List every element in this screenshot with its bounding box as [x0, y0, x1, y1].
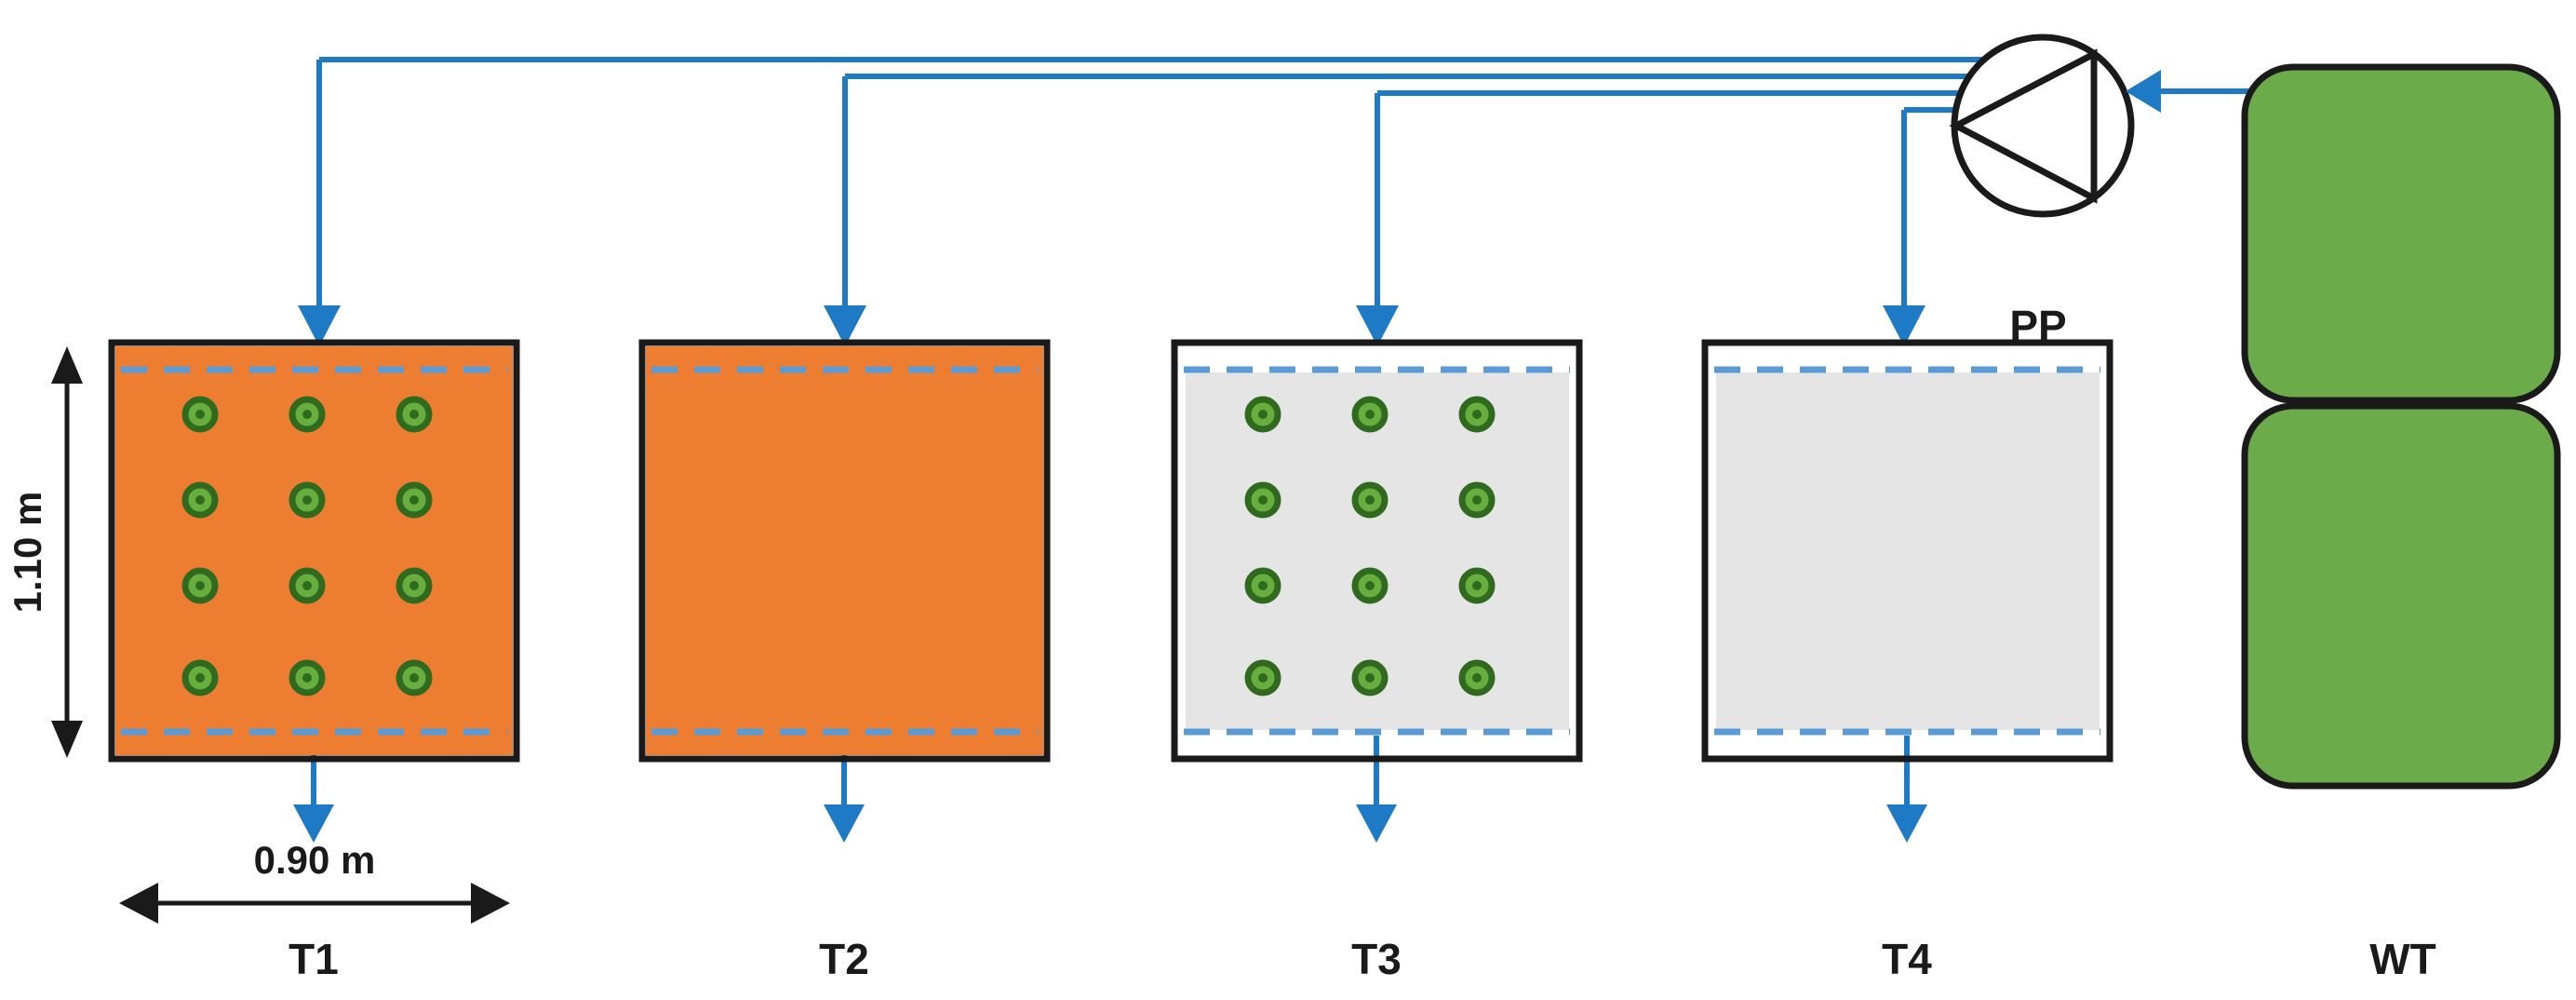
width-dim-arrowhead-right: [471, 883, 510, 924]
pump-label: PP: [2009, 302, 2066, 350]
emitter-center-dot: [1365, 410, 1375, 419]
emitter-center-dot: [1258, 581, 1268, 590]
supply-pipes: [298, 57, 1984, 346]
tank-t4-fill: [1716, 372, 2100, 730]
emitter-center-dot: [1365, 673, 1375, 682]
height-dim-arrowhead-top: [51, 346, 83, 384]
emitter-center-dot: [195, 410, 205, 419]
emitter-center-dot: [1472, 673, 1482, 682]
tank-t1: [108, 339, 520, 763]
width-dimension: 0.90 m: [119, 838, 510, 924]
tank-t1-label: T1: [288, 935, 339, 983]
inflow-arrowhead-t2: [824, 305, 866, 346]
water-tank-lower: [2241, 402, 2561, 790]
emitter-center-dot: [1472, 410, 1482, 419]
emitter-center-dot: [409, 495, 419, 505]
emitter-center-dot: [409, 581, 419, 590]
emitter-center-dot: [1365, 495, 1375, 505]
emitter-center-dot: [195, 673, 205, 682]
tank-t2-label: T2: [819, 935, 869, 983]
outflow-arrowhead-t1: [293, 804, 334, 843]
outflow-arrowhead-t4: [1886, 804, 1927, 843]
pump-triangle-icon: [1949, 48, 2098, 204]
tank-t3: [1171, 339, 1583, 763]
height-dim-arrowhead-bottom: [51, 721, 83, 758]
emitter-center-dot: [195, 495, 205, 505]
emitter-grid-t3: [1244, 396, 1496, 696]
tank-t2-outline: [638, 339, 1051, 763]
outflow-arrowhead-t3: [1356, 804, 1397, 843]
emitter-center-dot: [302, 410, 312, 419]
height-dim-label: 1.10 m: [6, 492, 49, 614]
emitter-center-dot: [302, 673, 312, 682]
emitter-grid-t1: [181, 396, 433, 696]
inflow-arrowhead-t1: [298, 305, 341, 346]
tank-t3-outline: [1171, 339, 1583, 763]
tank-t4: [1701, 339, 2113, 763]
emitter-center-dot: [302, 581, 312, 590]
tank-t2-fill: [646, 346, 1043, 755]
emitter-center-dot: [302, 495, 312, 505]
inflow-arrowhead-t3: [1356, 305, 1399, 346]
emitter-center-dot: [1472, 495, 1482, 505]
water-tank-upper: [2241, 63, 2561, 404]
width-dim-label: 0.90 m: [254, 838, 376, 882]
inflow-arrowhead-t4: [1883, 305, 1925, 346]
emitter-center-dot: [1365, 581, 1375, 590]
emitter-center-dot: [1258, 410, 1268, 419]
emitter-center-dot: [1258, 495, 1268, 505]
outflow-arrowhead-t2: [824, 804, 865, 843]
height-dimension: 1.10 m: [6, 346, 83, 758]
emitter-center-dot: [195, 581, 205, 590]
pump-symbol: [1949, 34, 2135, 218]
width-dim-arrowhead-left: [119, 883, 158, 924]
water-tank-group: [2241, 63, 2561, 790]
tank-t2: [638, 339, 1051, 763]
wt-pump-arrowhead: [2126, 70, 2161, 113]
emitter-center-dot: [1258, 673, 1268, 682]
emitter-center-dot: [409, 410, 419, 419]
emitter-center-dot: [409, 673, 419, 682]
emitter-center-dot: [1472, 581, 1482, 590]
drainage-arrows: [293, 736, 1927, 843]
tank-t3-label: T3: [1351, 935, 1402, 983]
tank-t4-outline: [1701, 339, 2113, 763]
tank-t4-label: T4: [1882, 935, 1932, 983]
tank-t1-outline: [108, 339, 520, 763]
water-tank-label: WT: [2369, 935, 2436, 983]
